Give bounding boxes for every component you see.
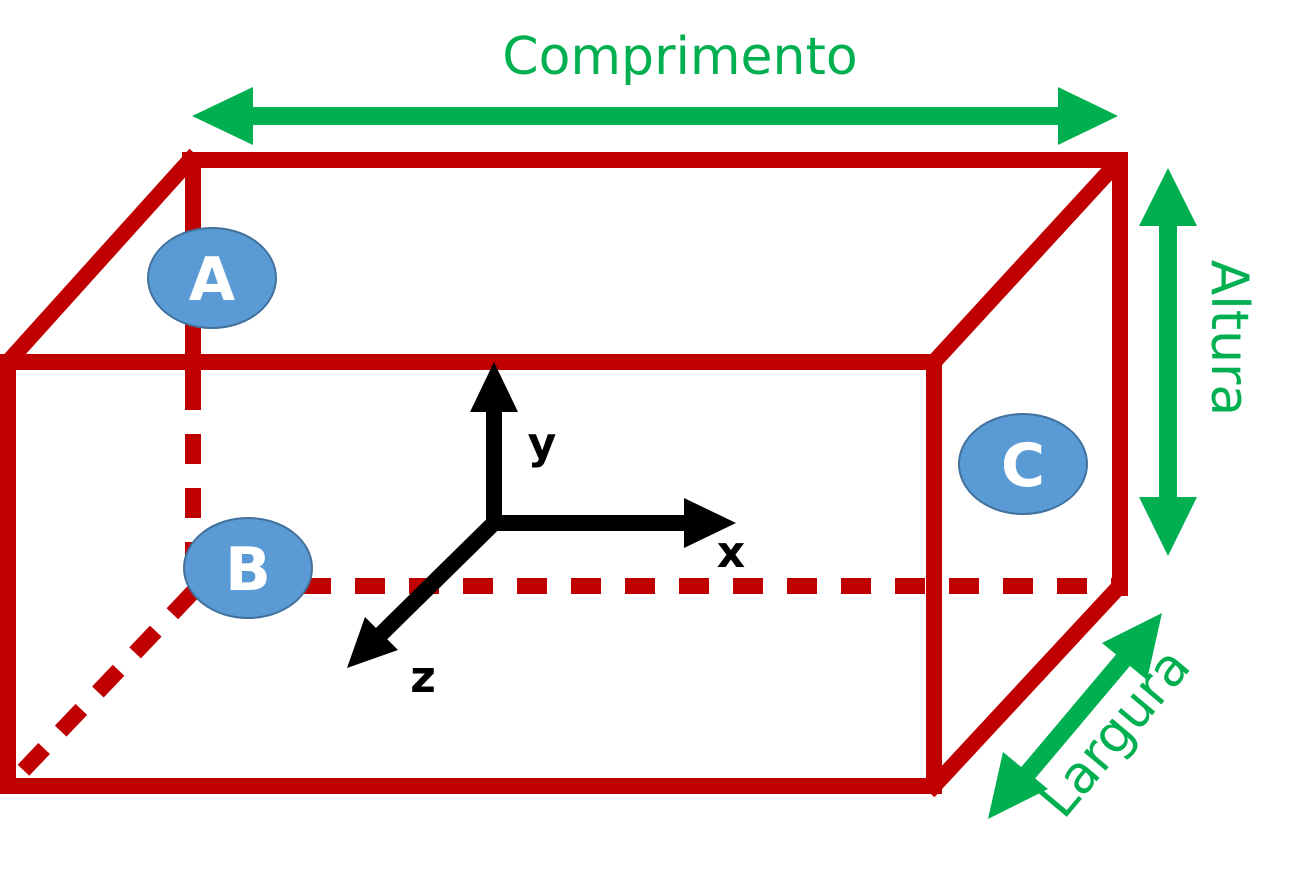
marker-a-ellipse xyxy=(147,227,277,329)
dimension-arrows xyxy=(192,87,1197,819)
length-arrow-right-head xyxy=(1058,87,1118,145)
x-axis-label: x xyxy=(717,527,745,578)
z-axis-arrowhead xyxy=(347,617,398,668)
box-edges xyxy=(0,148,1128,798)
marker-b-label: B xyxy=(225,535,271,605)
marker-c-label: C xyxy=(1001,431,1045,501)
marker-c: C xyxy=(958,413,1088,515)
marker-b: B xyxy=(183,517,313,619)
width-arrow-bottom-head xyxy=(988,752,1048,819)
top-right-depth-edge xyxy=(922,152,1128,374)
x-axis-arrowhead xyxy=(684,498,736,548)
height-arrow-bottom-head xyxy=(1139,497,1197,556)
z-axis-shaft xyxy=(366,517,500,649)
height-label: Altura xyxy=(1199,260,1259,417)
front-face xyxy=(0,354,942,794)
y-axis-label: y xyxy=(528,418,557,469)
marker-b-ellipse xyxy=(183,517,313,619)
bottom-right-depth-edge xyxy=(922,578,1128,798)
marker-a: A xyxy=(147,227,277,329)
z-axis-label: z xyxy=(410,652,436,703)
y-axis-arrowhead xyxy=(470,362,518,412)
marker-a-label: A xyxy=(189,245,236,315)
width-arrow-shaft xyxy=(1005,634,1147,798)
height-arrow-top-head xyxy=(1139,168,1197,226)
length-label: Comprimento xyxy=(502,27,857,87)
marker-c-ellipse xyxy=(958,413,1088,515)
length-arrow-left-head xyxy=(192,87,253,145)
hidden-bottom-left-depth-edge xyxy=(12,586,199,782)
box-hidden-edges xyxy=(12,380,1112,782)
width-arrow-top-head xyxy=(1102,613,1162,680)
coordinate-axes xyxy=(347,362,736,668)
top-left-depth-edge xyxy=(0,148,202,374)
